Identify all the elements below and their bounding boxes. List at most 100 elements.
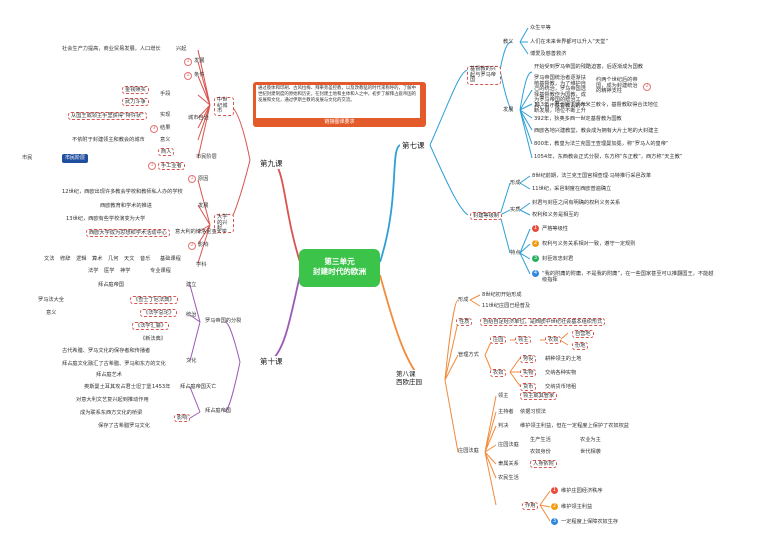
trait-item: 严格等级性 xyxy=(542,226,568,232)
serf-duty[interactable]: 实物 xyxy=(520,369,537,377)
impact-item: 对意大利文艺复兴起到推动作用 xyxy=(76,397,149,403)
law-book: 《法学汇纂》 xyxy=(132,322,170,330)
doctrine-item: 博爱及慈善救济 xyxy=(530,51,567,57)
law-book: 《新法典》 xyxy=(140,336,166,342)
number-badge: 1 xyxy=(148,162,156,170)
section-ch10[interactable]: 第十课 xyxy=(258,356,285,367)
ch8-formation-item: 8世纪初开始形成 xyxy=(482,292,522,298)
autonomy-result[interactable]: 结果 xyxy=(160,125,171,131)
univ-item: 西欧教育和学术的推进 xyxy=(100,203,152,209)
node-feudal-system[interactable]: 封建等级制 xyxy=(470,212,502,220)
node-essence[interactable]: 实质 xyxy=(510,207,521,213)
section-ch9[interactable]: 第九课 xyxy=(258,158,285,169)
number-badge: 2 xyxy=(532,240,539,247)
city-topic[interactable]: 条件 xyxy=(194,72,205,78)
node-byzantine[interactable]: 罗马帝国的分裂 xyxy=(205,318,242,324)
node-ch8-management[interactable]: 管理方式 xyxy=(458,352,479,358)
peasant-item: 隶属关系 xyxy=(498,461,519,467)
city-topic[interactable]: 兴起 xyxy=(176,46,187,52)
role-item: 维护庄园经济秩序 xyxy=(561,488,603,494)
univ-item: 12世纪，西欧出现许多教会学校和教师私人办的学校 xyxy=(62,189,183,195)
autonomy-means[interactable]: 手段 xyxy=(160,91,171,97)
byz-topic[interactable]: 建立 xyxy=(186,282,197,288)
mgmt-lord[interactable]: 领主 xyxy=(515,336,532,344)
court-label: 判决 xyxy=(498,423,509,429)
civic-label[interactable]: 市民阶层 xyxy=(62,154,89,163)
node-impact[interactable]: 影响 xyxy=(174,414,191,422)
number-badge: 1 xyxy=(532,225,539,232)
court-detail: 依据习惯法 xyxy=(520,409,546,415)
ch8-nature-text: 自给自足经济单位，是西欧中世纪社会基本组织形式 xyxy=(480,318,606,326)
univ-topic[interactable]: 原因 xyxy=(198,176,209,182)
peasant-detail: 人身依附 xyxy=(530,460,557,468)
court-label: 领主 xyxy=(498,393,509,399)
essence-item: 封君与封臣之间有明确的权利义务关系 xyxy=(532,200,621,206)
culture-item: 拜占庭文化融汇了古希腊、罗马和东方的文化 xyxy=(62,361,166,367)
byz-item: 罗马法大全 xyxy=(38,297,64,303)
byz-item: 拜占庭帝国 xyxy=(98,282,124,288)
intro-card[interactable]: 通过肢体和印刷、古风拉梅、拜拳旁差控教，以及改教猛的时代来称呼的，了解中世纪封建… xyxy=(253,82,426,127)
formation-item: 8世纪前期，法兰克王国宫相查理·马特推行采邑改革 xyxy=(532,173,652,179)
serf-duty-detail: 交纳各种实物 xyxy=(545,370,577,376)
node-ch8-court[interactable]: 庄园法庭 xyxy=(458,448,479,454)
city-topic[interactable]: 发展 xyxy=(194,58,205,64)
number-badge: 1 xyxy=(184,58,192,66)
city-item: 社会生产力提高，商业贸易发展，人口增长 xyxy=(62,46,161,52)
serf-duty[interactable]: 劳役 xyxy=(520,355,537,363)
node-byz-fall[interactable]: 拜占庭帝国 xyxy=(205,408,231,414)
mgmt-detail: 自营地 xyxy=(572,330,594,338)
number-badge: 2 xyxy=(188,242,196,250)
peasant-item: 农奴身份 xyxy=(530,449,551,455)
serf-duty-node[interactable]: 农奴 xyxy=(490,369,507,377)
civic-class[interactable]: 市民阶层 xyxy=(196,154,217,160)
byz-topic[interactable]: 统治 xyxy=(186,312,197,318)
section-ch8[interactable]: 第八课 西欧庄园 xyxy=(394,370,424,386)
development-item: 313年，君士坦丁颁布米兰敕令，基督教取得合法地位 xyxy=(534,102,659,108)
mgmt-serf[interactable]: 农奴 xyxy=(545,336,562,344)
intro-link[interactable]: 链接图课要求 xyxy=(324,119,355,125)
node-rome-christianity[interactable]: 基督教的兴起与罗马帝国 xyxy=(467,66,501,85)
subjects-list: 逻辑 xyxy=(76,256,87,262)
subjects-list: 音乐 xyxy=(140,256,151,262)
impact-item: 保存了古希腊罗马文化 xyxy=(98,423,150,429)
node-traits[interactable]: 特点 xyxy=(510,250,521,256)
serf-duty[interactable]: 货币 xyxy=(520,383,537,391)
number-badge: 3 xyxy=(532,255,539,262)
subjects-basic: 基础课程 xyxy=(160,256,181,262)
serf-duty-detail: 交纳货币地租 xyxy=(545,384,577,390)
univ-topic[interactable]: 影响 xyxy=(198,242,209,248)
section-ch7[interactable]: 第七课 xyxy=(400,140,427,151)
node-peasant-life[interactable]: 农民生活 xyxy=(498,475,519,481)
subjects-list: 文法 xyxy=(44,256,55,262)
development-item: 约两个世纪后的帝国，成为封建统治的精神支柱 xyxy=(596,77,638,94)
court-detail: 领主或其管家 xyxy=(520,392,558,400)
peasant-detail: 农业为主 xyxy=(580,437,601,443)
mgmt-manor[interactable]: 庄园 xyxy=(490,336,507,344)
subjects-label[interactable]: 学科 xyxy=(196,262,207,268)
byz-topic[interactable]: 文化 xyxy=(186,358,197,364)
meaning-item: 不依附于封建领主和教会的城市 xyxy=(72,137,145,143)
univ-topic[interactable]: 发展 xyxy=(198,203,209,209)
city-autonomy[interactable]: 城市自治 xyxy=(188,115,209,121)
node-medieval-city[interactable]: 中世纪城市 xyxy=(214,97,234,116)
node-role[interactable]: 作用 xyxy=(522,502,539,510)
node-university[interactable]: 大学的兴起 xyxy=(214,214,234,233)
number-badge: 1 xyxy=(188,175,196,183)
central-subtitle: 封建时代的欧洲 xyxy=(312,267,367,276)
peasant-item: 生产生活 xyxy=(530,437,551,443)
node-formation[interactable]: 形成 xyxy=(510,180,521,186)
civic-sub: 手工业者 xyxy=(158,162,185,170)
node-ch8-nature[interactable]: 性质 xyxy=(456,318,473,326)
trait-item: “我的附庸的附庸，不是我的附庸”，在一些国家甚至可以推翻国王，不能越级指挥 xyxy=(542,271,714,283)
node-ch8-formation[interactable]: 形成 xyxy=(458,297,469,303)
autonomy-realize[interactable]: 实现 xyxy=(160,112,171,118)
node-doctrine[interactable]: 教义 xyxy=(503,39,514,45)
trait-item: 封臣效忠封君 xyxy=(542,256,574,262)
univ-bologna: 意大利的博洛尼亚大学 xyxy=(175,229,227,235)
development-item: 392年，狄奥多西一世定基督教为国教 xyxy=(534,116,622,122)
autonomy-meaning[interactable]: 意义 xyxy=(160,137,171,143)
culture-item: 拜占庭艺术 xyxy=(96,372,122,378)
court-label: 主持者 xyxy=(498,409,514,415)
node-development[interactable]: 发展 xyxy=(503,107,514,113)
central-topic[interactable]: 第三单元 封建时代的欧洲 xyxy=(299,249,380,287)
